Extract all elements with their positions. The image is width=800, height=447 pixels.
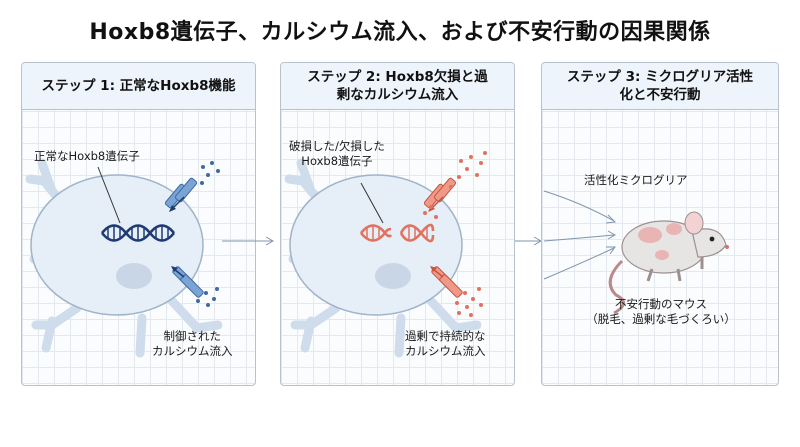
panel-step-2-header: ステップ 2: Hoxb8欠損と過剰なカルシウム流入	[281, 63, 514, 110]
gene-label-pointer	[360, 182, 384, 224]
calcium-ions-icon	[423, 151, 487, 219]
cell-body	[30, 174, 204, 316]
damaged-gene-label: 破損した/欠損した Hoxb8遺伝子	[289, 139, 385, 168]
microglia-arrows	[543, 190, 617, 280]
excessive-influx-label: 過剰で持続的な カルシウム流入	[405, 329, 486, 358]
panel-step-3-header: ステップ 3: ミクログリア活性化と不安行動	[542, 63, 778, 110]
microglia-label: 活性化ミクログリア	[584, 173, 688, 187]
panel-step-3: ステップ 3: ミクログリア活性化と不安行動 活性化ミクログリア 不安行動のマウ	[541, 62, 779, 386]
panel-step-3-title: ステップ 3: ミクログリア活性化と不安行動	[566, 69, 754, 103]
diagram-title: Hoxb8遺伝子、カルシウム流入、および不安行動の因果関係	[89, 20, 711, 45]
calcium-channel-icon	[430, 266, 463, 298]
calcium-channel-icon	[171, 266, 204, 298]
panel-step-1-header: ステップ 1: 正常なHoxb8機能	[22, 63, 255, 110]
broken-dna-icon	[359, 223, 435, 243]
mouse-icon	[608, 211, 729, 315]
regulated-influx-label: 制御された カルシウム流入	[152, 329, 233, 358]
normal-gene-label: 正常なHoxb8遺伝子	[34, 149, 140, 163]
panel-step-2: ステップ 2: Hoxb8欠損と過剰なカルシウム流入	[280, 62, 515, 386]
mouse-illustration	[543, 190, 729, 315]
anxious-mouse-label: 不安行動のマウス （脱毛、過剰な毛づくろい）	[586, 297, 736, 326]
dna-helix-icon	[100, 224, 176, 242]
neuron-normal-illustration	[25, 158, 223, 358]
calcium-ions-icon	[196, 287, 219, 307]
panel-step-1: ステップ 1: 正常なHoxb8機能	[21, 62, 256, 386]
calcium-channel-icon	[423, 177, 457, 212]
neuron-damaged-illustration	[284, 151, 487, 358]
cell-body	[289, 174, 463, 316]
gene-label-pointer	[97, 166, 121, 224]
nucleus	[375, 263, 411, 289]
calcium-ions-icon	[200, 161, 220, 185]
calcium-ions-icon	[455, 287, 483, 317]
nucleus	[116, 263, 152, 289]
panel-step-1-title: ステップ 1: 正常なHoxb8機能	[41, 78, 236, 94]
panel-step-2-title: ステップ 2: Hoxb8欠損と過剰なカルシウム流入	[307, 69, 488, 103]
calcium-channel-icon	[164, 177, 198, 212]
